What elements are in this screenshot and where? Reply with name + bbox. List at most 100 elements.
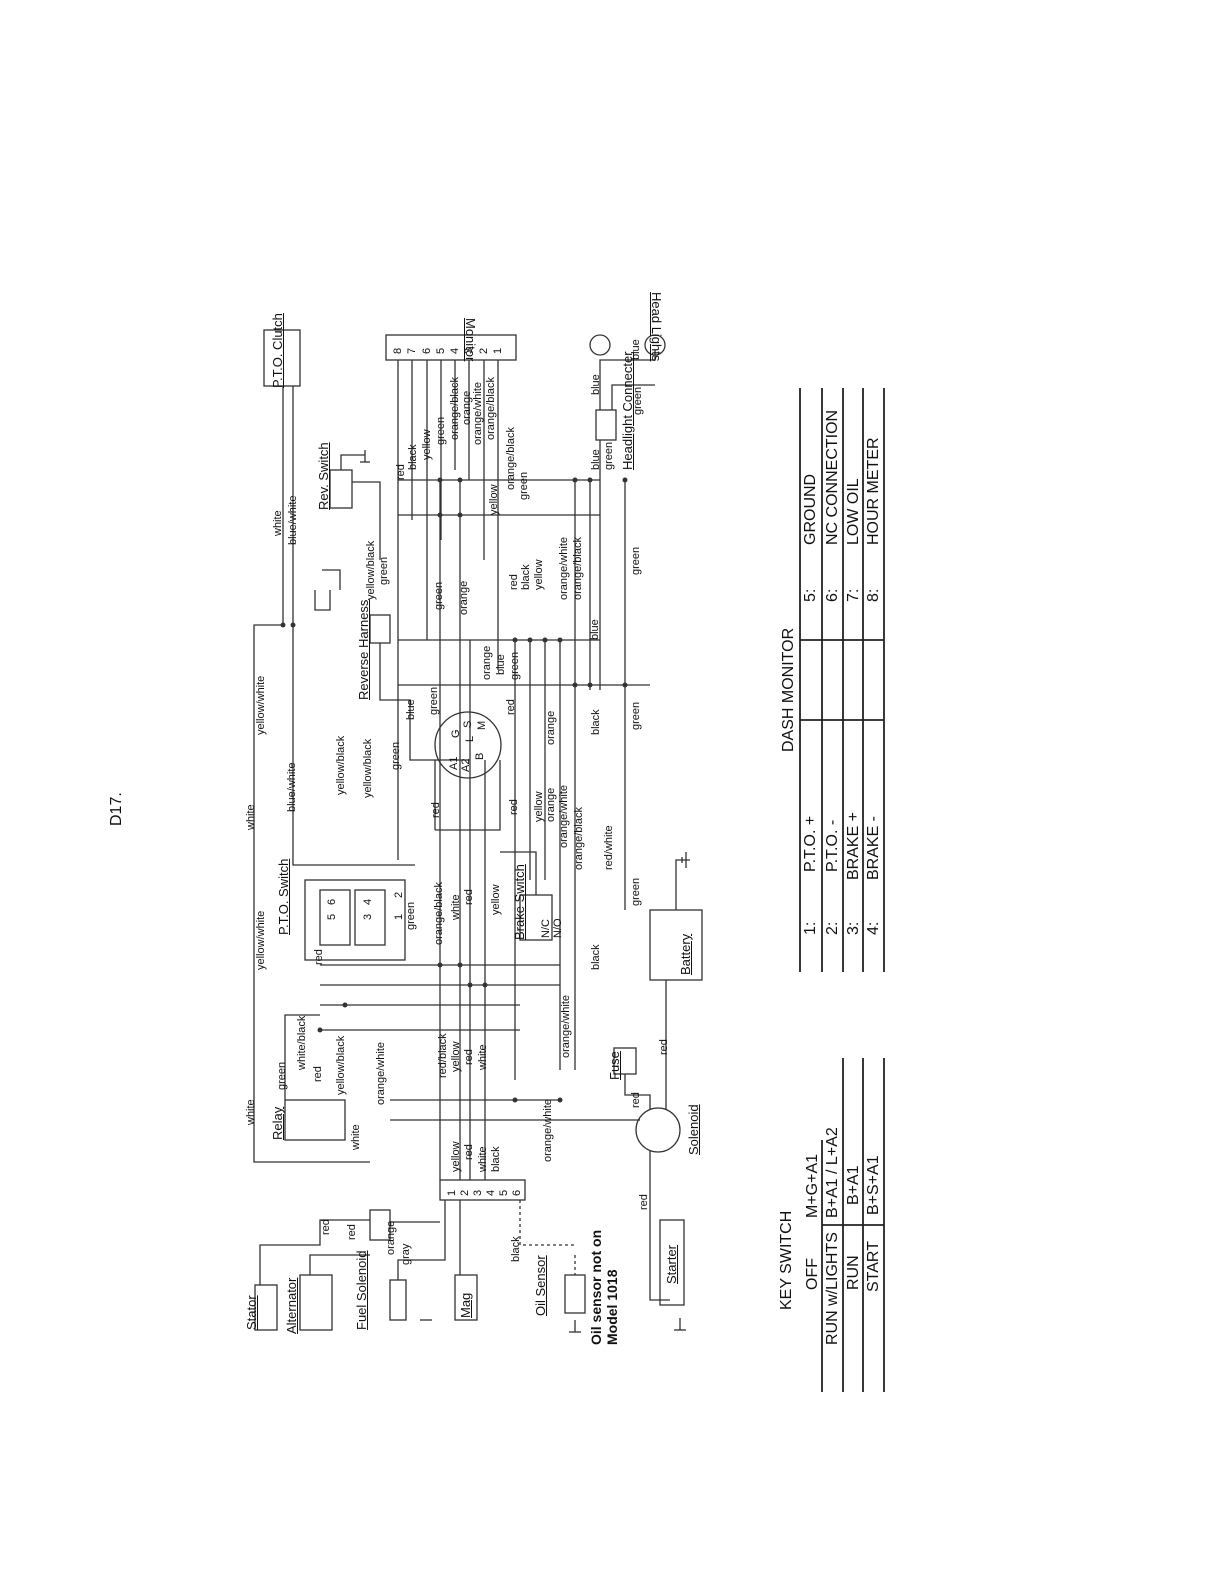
dash-pin: 3: [845, 921, 862, 935]
pto-clutch-label: P.T.O. Clutch [270, 313, 285, 388]
wire-label: green [518, 471, 530, 500]
wire-label: yellow/black [335, 1035, 347, 1095]
wire-label: green [405, 901, 417, 930]
key-switch-circuit: B+A1 / L+A2 [824, 1127, 841, 1218]
wire-label: orange [458, 580, 470, 615]
wire-label: black [510, 1236, 522, 1262]
pto-switch-pin: 3 [362, 913, 374, 920]
dash-pin-label: NC CONNECTION [824, 409, 841, 545]
pto-switch-pin: 6 [326, 898, 338, 905]
key-switch-position: RUN w/LIGHTS [824, 1232, 841, 1345]
pto-switch-label: P.T.O. Switch [276, 858, 291, 935]
wire-label: green [509, 651, 521, 680]
wire-label: green [435, 416, 447, 445]
wire-label: white [477, 1044, 489, 1070]
wire-label: red [320, 1219, 332, 1235]
wire-label: orange/black [573, 807, 585, 870]
wire-label: yellow [488, 484, 500, 515]
wire-label: orange/white [472, 382, 484, 445]
wire-label: black [590, 944, 602, 970]
tables-lines [799, 388, 885, 1392]
dash-monitor-title: DASH MONITOR [780, 627, 797, 752]
relay-label: Relay [270, 1106, 285, 1140]
dash-pin-label: P.T.O. + [802, 815, 819, 872]
wire-label: green [630, 546, 642, 575]
wire-label: red [346, 1224, 358, 1240]
dash-pin-label: BRAKE - [865, 815, 882, 880]
monitor-label: Monitor [463, 318, 478, 362]
wire-label: black [490, 1146, 502, 1172]
fuel-solenoid-label: Fuel Solenoid [354, 1250, 369, 1331]
wire-label: white [477, 1146, 489, 1172]
monitor-block [385, 334, 517, 361]
pto-clutch-box [263, 329, 301, 387]
wire-label: black [520, 564, 532, 590]
solenoid-label: Solenoid [686, 1104, 701, 1155]
wire-label: black [590, 709, 602, 735]
wire-label: red [430, 802, 442, 818]
wire-label: blue [589, 619, 601, 640]
wire-label: blue [630, 339, 642, 360]
key-terminal-b: B [474, 752, 486, 760]
wire-label: red [630, 1092, 642, 1108]
wire-label: red [463, 1049, 475, 1065]
wire-label: green [630, 701, 642, 730]
monitor-pin: 1 [492, 347, 504, 354]
dash-pin-label: HOUR METER [865, 437, 882, 545]
wire-label: blue [590, 449, 602, 470]
stator-label: Stator [244, 1295, 259, 1330]
monitor-pin: 2 [478, 347, 490, 354]
wire-label: orange/white [560, 995, 572, 1058]
dash-pin: 8: [865, 588, 882, 602]
head-lights-label: Head Lights [649, 292, 664, 362]
wire-label: green [428, 686, 440, 715]
rev-switch-label: Rev. Switch [316, 442, 331, 510]
key-switch-circuit: B+A1 [845, 1165, 862, 1205]
wire-label: white [350, 1124, 362, 1150]
wire-label: orange/black [572, 537, 584, 600]
key-terminal-g: G [450, 729, 462, 738]
wire-label: green [276, 1061, 288, 1090]
wire-label: white [272, 510, 284, 536]
wire-label: orange/black [485, 377, 497, 440]
key-terminal-m: M [476, 720, 488, 730]
connector-pin: 3 [472, 1189, 484, 1196]
wire-label: red [313, 949, 325, 965]
wire-label: orange/black [449, 377, 461, 440]
wire-label: orange [545, 710, 557, 745]
wire-label: yellow [450, 1041, 462, 1072]
key-switch-circuit: B+S+A1 [865, 1155, 882, 1215]
wire-blue-white [292, 386, 415, 866]
monitor-pin: 4 [449, 347, 461, 354]
wire-label: yellow [490, 884, 502, 915]
wire-label: yellow/black [362, 738, 374, 798]
monitor-pin: 5 [435, 347, 447, 354]
wire-label: red [508, 799, 520, 815]
wire-label: red/white [603, 825, 615, 870]
key-switch-position: START [865, 1241, 882, 1292]
wire-label: blue/white [287, 495, 299, 545]
wire-label: orange [385, 1220, 397, 1255]
wire-label: yellow/white [255, 910, 267, 970]
wire-label: orange/white [375, 1042, 387, 1105]
brake-switch-label: Brake Switch [512, 864, 527, 940]
wire-label: blue [590, 374, 602, 395]
reverse-harness-label: Reverse Harness [356, 599, 371, 700]
oil-note: Oil sensor not on Model 1018 [588, 1229, 620, 1345]
wire-label: orange/black [433, 882, 445, 945]
dash-pin: 6: [824, 588, 841, 602]
wire-label: red [463, 1144, 475, 1160]
key-terminal-a1: A1 [448, 756, 460, 770]
wire-label: yellow [421, 429, 433, 460]
connector-pin: 2 [459, 1189, 471, 1196]
wire-label: red [508, 574, 520, 590]
dash-pin-label: P.T.O. - [824, 819, 841, 872]
brake-no-label: N/O [552, 918, 564, 938]
dash-pin-label: LOW OIL [845, 478, 862, 545]
wire-label: red [638, 1194, 650, 1210]
key-switch-position: OFF [804, 1258, 821, 1290]
wire-label: blue/white [286, 762, 298, 812]
dash-pin: 4: [865, 921, 882, 935]
wire-label: yellow/black [365, 540, 377, 600]
